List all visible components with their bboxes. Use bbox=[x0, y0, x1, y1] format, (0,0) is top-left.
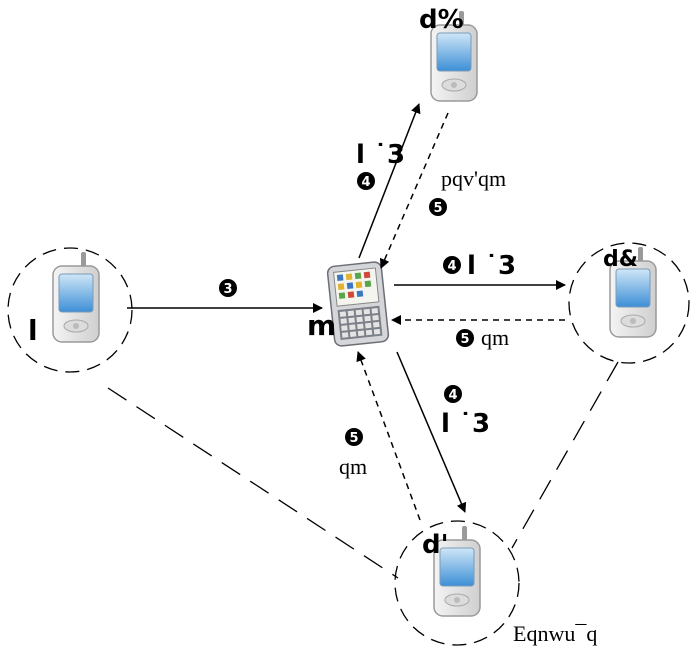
link-right-bottom bbox=[511, 361, 619, 549]
node-label-right: d& bbox=[603, 247, 638, 272]
arrow-center-to-bottom bbox=[396, 351, 467, 513]
svg-text:3: 3 bbox=[223, 282, 232, 297]
svg-text:4: 4 bbox=[361, 175, 370, 190]
bottom-node-ring bbox=[394, 520, 520, 646]
step-badge-top-center: 5 bbox=[429, 198, 447, 216]
node-label-left: l bbox=[28, 314, 38, 347]
link-left-bottom bbox=[107, 387, 399, 579]
svg-text:5: 5 bbox=[433, 201, 442, 216]
left-node-ring bbox=[7, 247, 133, 373]
svg-text:5: 5 bbox=[349, 431, 358, 446]
left-phone-icon bbox=[52, 251, 100, 343]
right-node-ring bbox=[568, 242, 690, 364]
svg-text:4: 4 bbox=[448, 388, 457, 403]
edge-label-center-top: l ˙3 bbox=[356, 140, 405, 170]
edge-label-center-right: l ˙3 bbox=[467, 251, 516, 281]
svg-text:4: 4 bbox=[447, 259, 456, 274]
edge-label-bottom-center: qm bbox=[339, 454, 367, 479]
center-smartphone-icon bbox=[326, 261, 390, 347]
step-badge-center-top: 4 bbox=[357, 172, 375, 190]
step-badge-center-right: 4 bbox=[443, 256, 461, 274]
node-label-bottom: d' bbox=[422, 530, 449, 560]
step-badge-center-bottom: 4 bbox=[444, 385, 462, 403]
node-caption-bottom: Eqnwu¯q bbox=[513, 621, 597, 646]
svg-text:5: 5 bbox=[460, 332, 469, 347]
arrow-bottom-to-center bbox=[356, 351, 421, 521]
step-badge-left-center: 3 bbox=[219, 279, 237, 297]
step-badge-bottom-center: 5 bbox=[345, 428, 363, 446]
node-label-top: d% bbox=[419, 5, 464, 35]
step-badge-right-center: 5 bbox=[456, 329, 474, 347]
arrow-top-to-center bbox=[379, 112, 449, 269]
arrow-center-to-top bbox=[358, 103, 421, 259]
edge-label-right-center: qm bbox=[481, 325, 509, 350]
node-label-center: m bbox=[307, 309, 336, 342]
edge-label-top-center: pqv'qm bbox=[441, 166, 506, 191]
edge-label-center-bottom: l ˙3 bbox=[441, 409, 490, 439]
